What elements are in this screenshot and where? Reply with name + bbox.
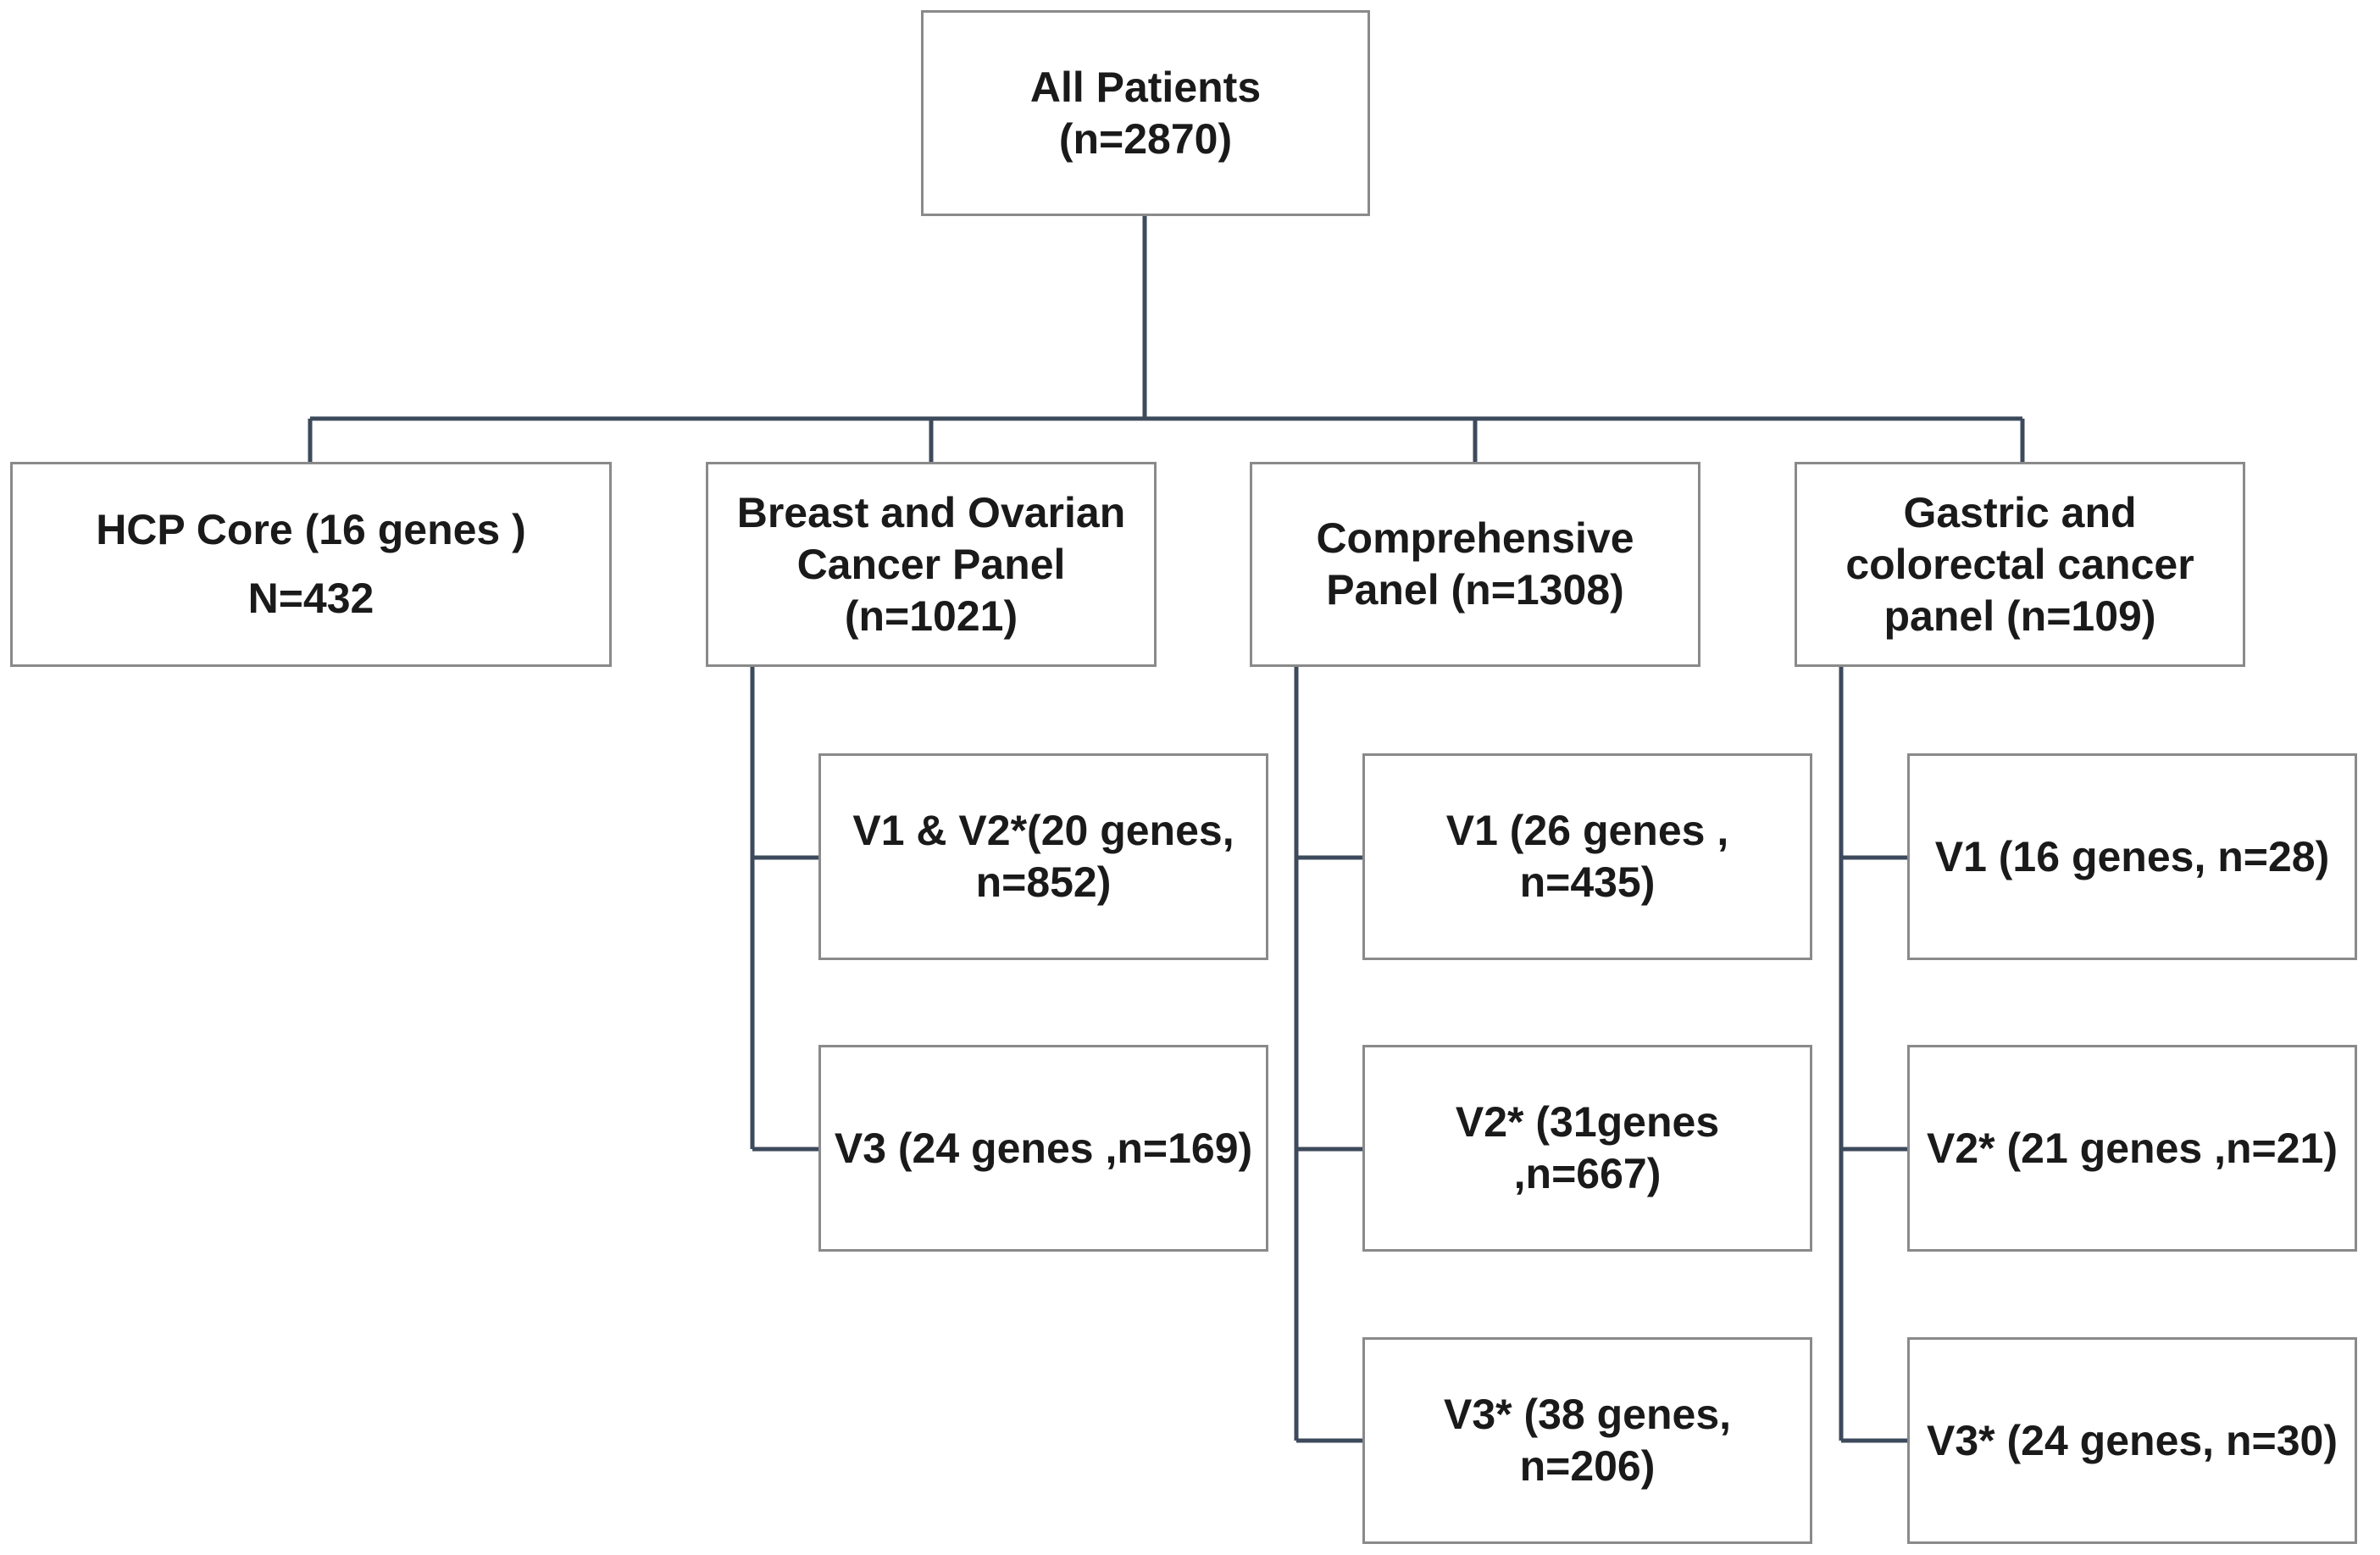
panel-node-gastric-colorectal-line-2: colorectal cancer	[1845, 540, 2194, 588]
version-node-breast-ovarian-v3: V3 (24 genes ,n=169)	[818, 1045, 1268, 1252]
version-node-comprehensive-v3: V3* (38 genes, n=206)	[1362, 1337, 1812, 1544]
version-node-comprehensive-v3-line-1: V3* (38 genes,	[1443, 1391, 1732, 1438]
panel-node-hcp-core: HCP Core (16 genes ) N=432	[10, 462, 612, 667]
version-node-comprehensive-v1: V1 (26 genes , n=435)	[1362, 753, 1812, 960]
version-node-gastric-colorectal-v1: V1 (16 genes, n=28)	[1907, 753, 2357, 960]
panel-node-breast-ovarian-line-2: Cancer Panel	[796, 540, 1066, 588]
version-node-gastric-colorectal-v2: V2* (21 genes ,n=21)	[1907, 1045, 2357, 1252]
root-node-line-2: (n=2870)	[1058, 114, 1233, 163]
version-node-breast-ovarian-v1v2-line-1: V1 & V2*(20 genes,	[852, 807, 1234, 854]
version-node-breast-ovarian-v1v2-line-2: n=852)	[975, 858, 1112, 906]
panel-node-breast-ovarian-line-1: Breast and Ovarian	[736, 488, 1126, 536]
panel-node-gastric-colorectal-line-1: Gastric and	[1903, 488, 2137, 536]
version-node-breast-ovarian-v1v2: V1 & V2*(20 genes, n=852)	[818, 753, 1268, 960]
version-node-gastric-colorectal-v3-line-1: V3* (24 genes, n=30)	[1927, 1416, 2338, 1464]
version-node-comprehensive-v2: V2* (31genes ,n=667)	[1362, 1045, 1812, 1252]
version-node-comprehensive-v2-line-2: ,n=667)	[1513, 1150, 1662, 1197]
panel-node-breast-ovarian-line-3: (n=1021)	[844, 591, 1018, 640]
version-node-gastric-colorectal-v3: V3* (24 genes, n=30)	[1907, 1337, 2357, 1544]
panel-node-comprehensive: Comprehensive Panel (n=1308)	[1250, 462, 1700, 667]
version-node-gastric-colorectal-v2-line-1: V2* (21 genes ,n=21)	[1927, 1124, 2338, 1172]
panel-node-gastric-colorectal-line-3: panel (n=109)	[1883, 591, 2156, 640]
panel-node-comprehensive-line-1: Comprehensive	[1316, 514, 1634, 562]
root-node-all-patients: All Patients (n=2870)	[921, 10, 1370, 216]
version-node-comprehensive-v2-line-1: V2* (31genes	[1455, 1098, 1720, 1146]
panel-node-gastric-colorectal: Gastric and colorectal cancer panel (n=1…	[1795, 462, 2245, 667]
panel-node-hcp-core-line-1: HCP Core (16 genes )	[96, 506, 526, 553]
panel-node-hcp-core-line-2: N=432	[247, 575, 374, 622]
panel-node-breast-ovarian: Breast and Ovarian Cancer Panel (n=1021)	[706, 462, 1157, 667]
version-node-comprehensive-v1-line-1: V1 (26 genes ,	[1445, 807, 1729, 854]
version-node-comprehensive-v1-line-2: n=435)	[1519, 858, 1656, 906]
version-node-gastric-colorectal-v1-line-1: V1 (16 genes, n=28)	[1934, 832, 2330, 880]
root-node-line-1: All Patients	[1029, 63, 1262, 111]
version-node-comprehensive-v3-line-2: n=206)	[1519, 1442, 1656, 1490]
panel-node-comprehensive-line-2: Panel (n=1308)	[1326, 566, 1624, 614]
version-node-breast-ovarian-v3-line-1: V3 (24 genes ,n=169)	[834, 1124, 1253, 1172]
